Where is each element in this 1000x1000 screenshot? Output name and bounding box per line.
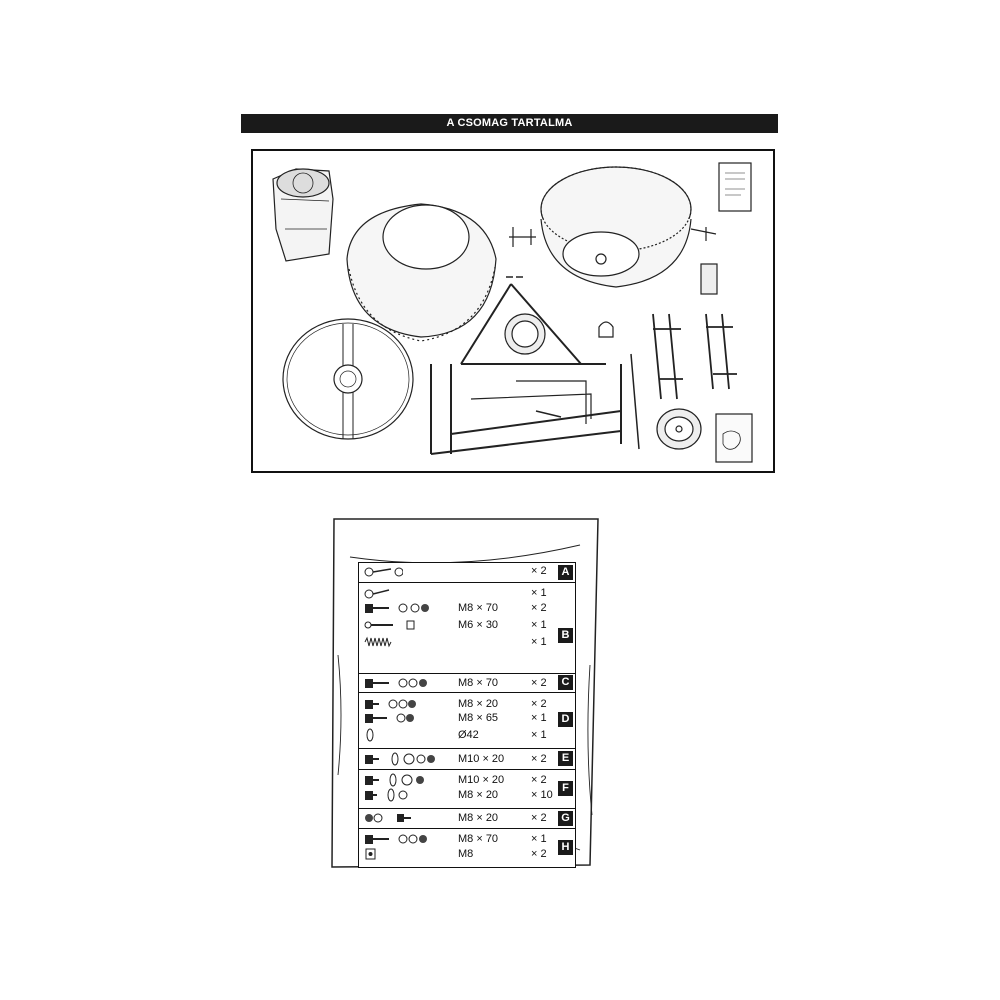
row-qty: × 2 — [531, 565, 547, 577]
row-qty: × 2 — [531, 774, 547, 786]
spring-icon — [364, 636, 392, 648]
bolt-washer-nut-icon — [365, 834, 427, 844]
table-row: × 1 — [359, 634, 575, 651]
row-spec: M8 — [458, 848, 474, 860]
base-frame — [430, 353, 640, 455]
row-qty: × 2 — [531, 677, 547, 689]
row-spec: M8 × 70 — [458, 677, 499, 689]
bolt-washer-nut-icon — [365, 788, 408, 802]
drum-cone — [346, 203, 497, 342]
section-title: A CSOMAG TARTALMA — [446, 117, 573, 129]
group-c: M8 × 70 × 2 C — [359, 674, 575, 693]
group-letter-h: H — [558, 840, 573, 855]
table-row: M8 × 70 × 2 — [359, 600, 575, 617]
row-qty: × 1 — [531, 587, 547, 599]
hex-nut-icon — [365, 848, 376, 860]
row-spec: M8 × 65 — [458, 712, 499, 724]
group-e: M10 × 20 × 2 E — [359, 749, 575, 770]
row-qty: × 1 — [531, 833, 547, 845]
table-row: M8 × 70 × 1 — [359, 831, 575, 848]
hardware-table: × 2 A × 1 M8 × 70 × 2 — [358, 562, 576, 868]
table-row: × 2 — [359, 563, 575, 582]
group-h: M8 × 70 × 1 M8 × 2 H — [359, 829, 575, 867]
parts-illustration-frame — [251, 149, 775, 473]
parts-illustration — [272, 162, 753, 463]
group-letter-f: F — [558, 781, 573, 796]
small-bracket — [700, 263, 718, 295]
table-row: M6 × 30 × 1 — [359, 617, 575, 634]
section-title-bar: A CSOMAG TARTALMA — [241, 114, 778, 133]
row-qty: × 2 — [531, 848, 547, 860]
ring-gear — [282, 318, 414, 440]
group-letter-e: E — [558, 751, 573, 766]
hardware-bag — [715, 413, 753, 463]
row-qty: × 10 — [531, 789, 553, 801]
table-row: M10 × 20 × 2 — [359, 751, 575, 768]
shaft-part — [509, 227, 536, 247]
group-letter-b: B — [558, 628, 573, 643]
group-a: × 2 A — [359, 563, 575, 583]
row-spec: M8 × 20 — [458, 789, 499, 801]
bolt-washer-nut-icon — [365, 699, 416, 709]
row-spec: M8 × 70 — [458, 833, 499, 845]
drum-base — [540, 166, 717, 288]
wheel — [656, 408, 702, 450]
group-f: M10 × 20 × 2 M8 × 20 × 10 F — [359, 770, 575, 809]
row-qty: × 1 — [531, 619, 547, 631]
table-row: M8 × 70 × 2 — [359, 675, 575, 692]
table-row: M8 × 2 — [359, 846, 575, 863]
row-qty: × 2 — [531, 753, 547, 765]
bolt-washer-nut-icon — [365, 603, 429, 613]
table-row: M8 × 65 × 1 — [359, 710, 575, 727]
table-row: M8 × 20 × 10 — [359, 787, 575, 804]
table-row: M10 × 20 × 2 — [359, 772, 575, 789]
row-spec: Ø42 — [458, 729, 479, 741]
table-row: M8 × 20 × 2 — [359, 810, 575, 827]
row-spec: M8 × 20 — [458, 698, 499, 710]
group-b: × 1 M8 × 70 × 2 M6 × 30 × 1 — [359, 583, 575, 674]
row-spec: M8 × 70 — [458, 602, 499, 614]
row-spec: M8 × 20 — [458, 812, 499, 824]
washer-ring-icon — [366, 728, 374, 742]
bolt-washer-set-icon — [365, 752, 435, 766]
group-letter-d: D — [558, 712, 573, 727]
bolt-washer-set-icon — [365, 773, 424, 787]
handles — [652, 313, 737, 400]
a-frame-stand — [460, 276, 606, 365]
row-qty: × 1 — [531, 636, 547, 648]
group-d: M8 × 20 × 2 M8 × 65 × 1 Ø42 × 1 D — [359, 693, 575, 749]
bolt-washer-nut-icon — [365, 678, 427, 688]
table-row: Ø42 × 1 — [359, 727, 575, 744]
eye-bolt-icon — [364, 589, 390, 599]
table-row: M8 × 20 × 2 — [359, 696, 575, 713]
bolt-washer-nut-icon — [365, 713, 414, 723]
screw-nut-icon — [364, 620, 415, 630]
row-qty: × 1 — [531, 729, 547, 741]
clamp-part — [598, 321, 614, 338]
bolt-washer-nut-icon — [365, 813, 411, 823]
row-spec: M10 × 20 — [458, 774, 505, 786]
eye-bolt-icon — [364, 567, 403, 577]
row-qty: × 1 — [531, 712, 547, 724]
row-qty: × 2 — [531, 698, 547, 710]
row-qty: × 2 — [531, 602, 547, 614]
manual-booklet — [718, 162, 752, 212]
group-letter-a: A — [558, 565, 573, 580]
row-spec: M6 × 30 — [458, 619, 499, 631]
table-row: × 1 — [359, 585, 575, 602]
group-letter-g: G — [558, 811, 573, 826]
group-letter-c: C — [558, 675, 573, 690]
group-g: M8 × 20 × 2 G — [359, 809, 575, 829]
motor-housing — [272, 168, 334, 262]
row-spec: M10 × 20 — [458, 753, 505, 765]
row-qty: × 2 — [531, 812, 547, 824]
